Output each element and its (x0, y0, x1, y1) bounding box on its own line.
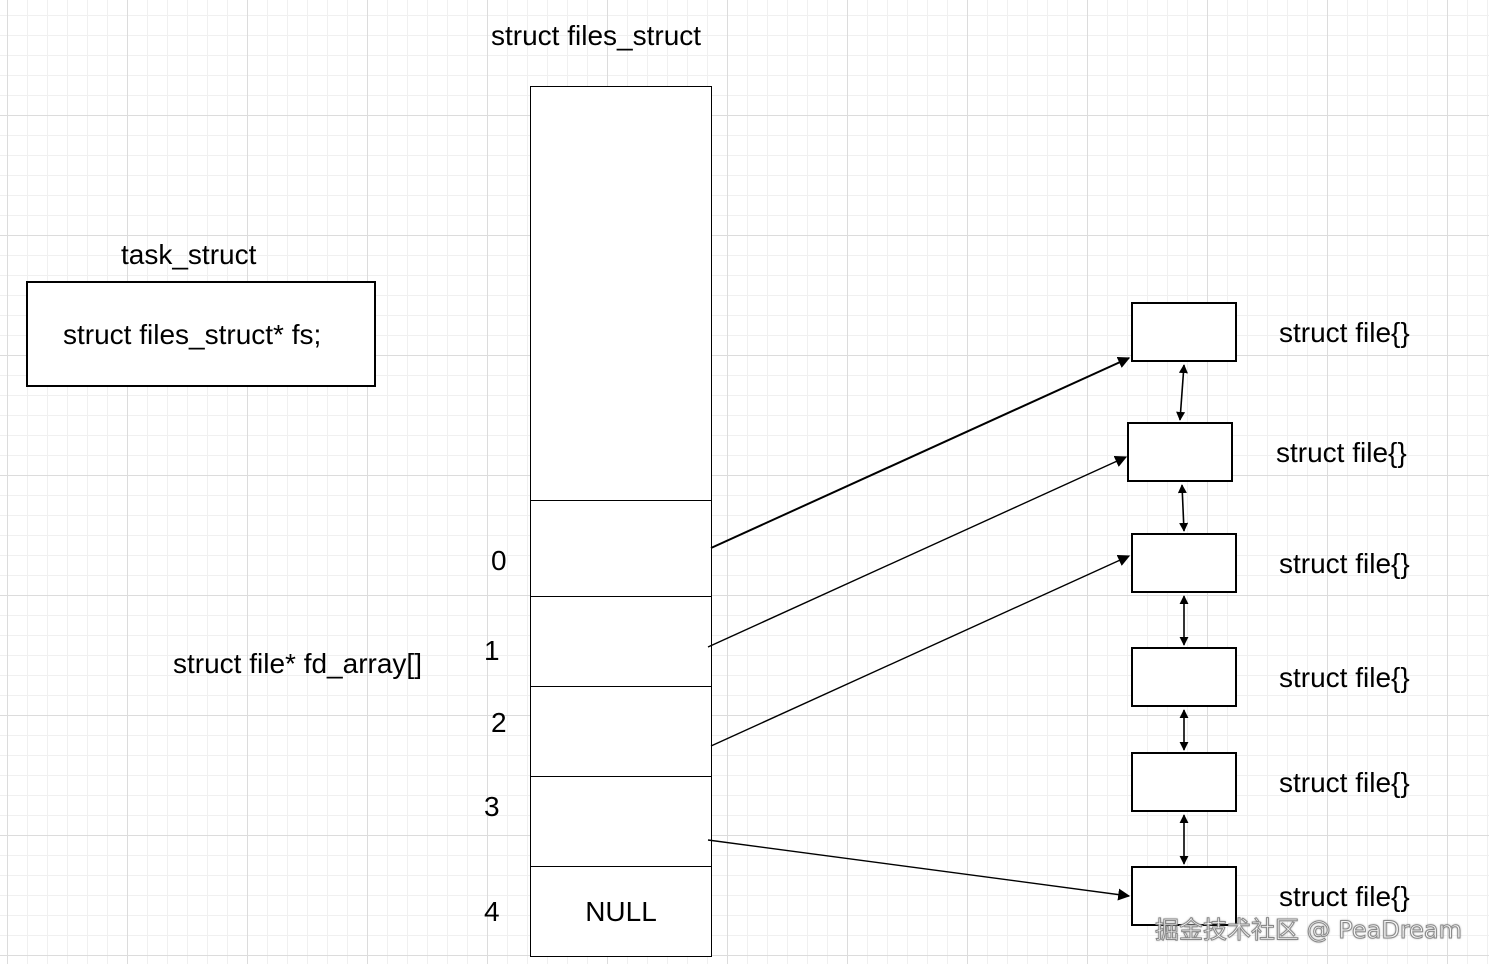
file-box-2 (1127, 422, 1233, 482)
fd-index-4: 4 (484, 896, 500, 927)
arrow-fd0-to-file1 (710, 357, 1131, 549)
fd-slot-2 (530, 686, 712, 777)
task-struct-box: struct files_struct* fs; (26, 281, 376, 387)
file-box-6 (1131, 866, 1237, 926)
task-struct-title: task_struct (121, 239, 257, 270)
task-struct-field: struct files_struct* fs; (63, 319, 322, 350)
arrow-fd1-to-file2 (707, 456, 1128, 648)
file-label-1: struct file{} (1279, 317, 1410, 348)
file-box-1 (1131, 302, 1237, 362)
fd-slot-4: NULL (530, 866, 712, 957)
watermark-text: 掘金技术社区 @ PeaDream (1154, 916, 1463, 945)
fd-index-0: 0 (491, 545, 507, 576)
file-label-4: struct file{} (1279, 662, 1410, 693)
fd-slot-0 (530, 500, 712, 597)
fd-index-2: 2 (491, 707, 507, 738)
fd-slot-1 (530, 596, 712, 687)
null-label: NULL (585, 895, 657, 927)
file-box-4 (1131, 647, 1237, 707)
file-label-6: struct file{} (1279, 881, 1410, 912)
arrow-fd3-to-file6 (707, 839, 1131, 901)
fd-slot-3 (530, 776, 712, 867)
fd-index-1: 1 (484, 635, 500, 666)
file-label-3: struct file{} (1279, 548, 1410, 579)
link-file2-file3 (1177, 484, 1189, 532)
fd-array-label: struct file* fd_array[] (173, 648, 422, 679)
files-struct-title: struct files_struct (491, 20, 702, 51)
file-label-2: struct file{} (1276, 437, 1407, 468)
arrow-fd2-to-file3 (710, 555, 1131, 747)
file-box-5 (1131, 752, 1237, 812)
fd-index-3: 3 (484, 791, 500, 822)
link-file1-file2 (1176, 364, 1188, 421)
file-label-5: struct file{} (1279, 767, 1410, 798)
file-box-3 (1131, 533, 1237, 593)
